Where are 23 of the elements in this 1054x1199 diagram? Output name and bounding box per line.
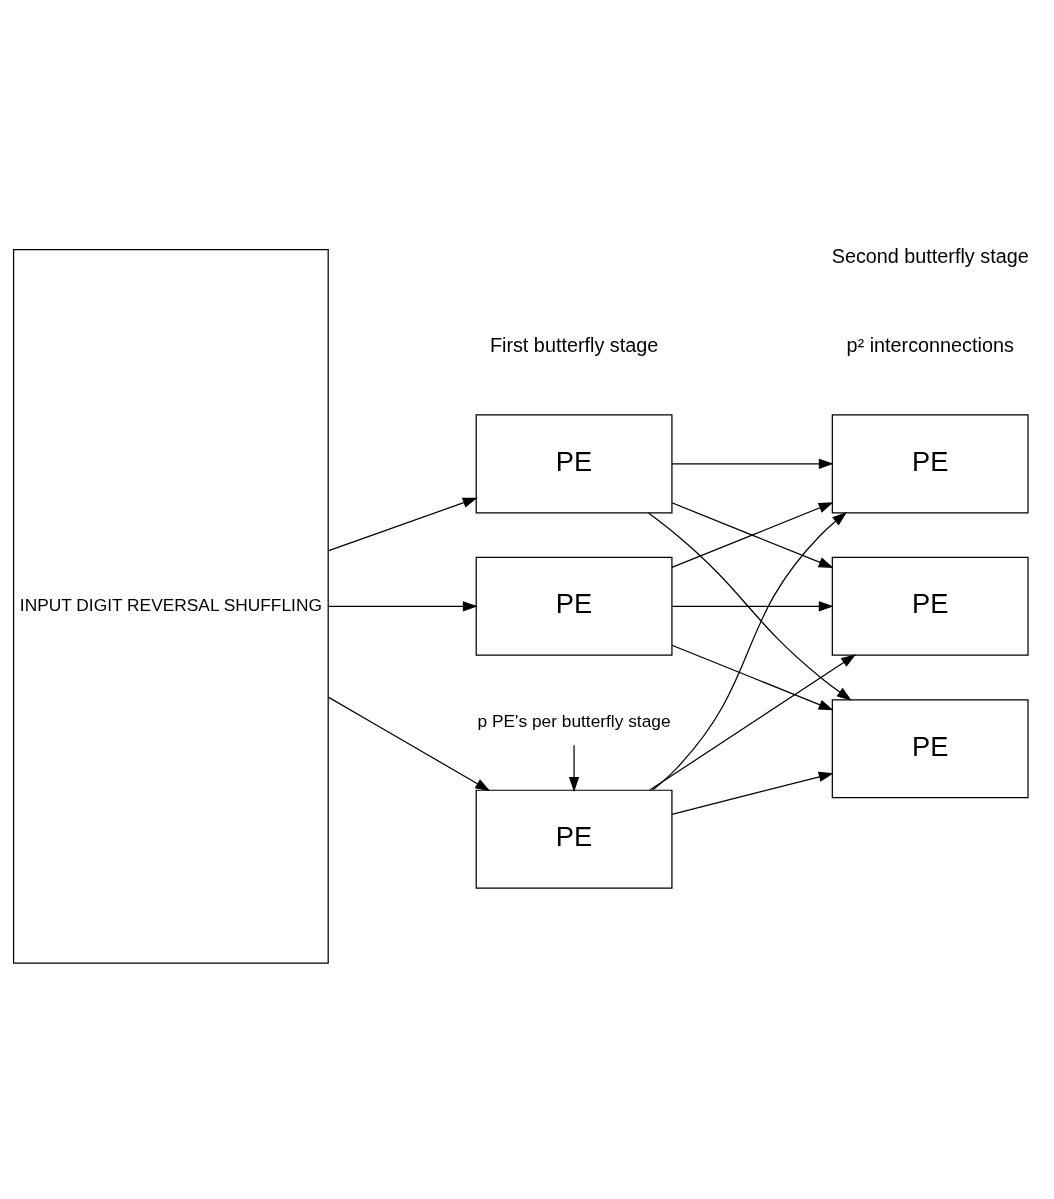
arrow <box>328 497 478 552</box>
arrow <box>671 644 834 711</box>
node-box: INPUT DIGIT REVERSAL SHUFFLING <box>12 248 329 964</box>
node-text: p PE's per butterfly stage <box>477 711 671 732</box>
node-box: PE <box>475 556 673 656</box>
arrow <box>671 771 834 816</box>
arrow <box>568 744 580 792</box>
arrow <box>652 512 848 791</box>
arrow <box>328 601 478 612</box>
arrow <box>647 512 852 701</box>
arrow <box>671 458 834 470</box>
label: First butterfly stage <box>489 334 659 357</box>
arrow <box>328 696 491 792</box>
node-box: PE <box>475 789 673 889</box>
node-box: PE <box>831 699 1029 799</box>
node-box: PE <box>475 414 673 514</box>
label: Second butterfly stage <box>831 244 1029 267</box>
arrow <box>671 601 834 612</box>
arrow <box>671 502 834 568</box>
node-box: PE <box>831 556 1029 656</box>
node-box: PE <box>831 414 1029 514</box>
label: p² interconnections <box>846 334 1014 357</box>
arrow <box>649 654 857 791</box>
